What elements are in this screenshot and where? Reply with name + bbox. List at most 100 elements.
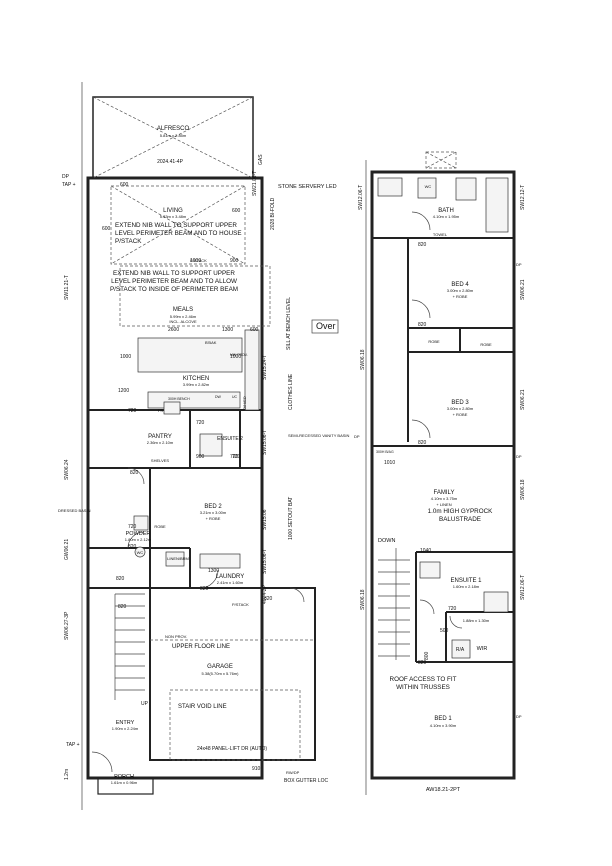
wir-label: WIR [477, 646, 488, 652]
bed1-size: 4.10m x 3.90m [430, 723, 457, 728]
alfresco-size: 5.81m x 2.85m [160, 133, 187, 138]
family-size: 4.10m x 3.75m [431, 496, 458, 501]
dp-upper-3: DP [516, 714, 522, 719]
box-gutter-label: BOX GUTTER LOC [284, 778, 329, 784]
window-right-top: SW21.06-T [252, 171, 258, 196]
panel-lift-label: 24x48 PANEL-LIFT DR (AUTO) [197, 746, 267, 752]
entry-size: 1.90m x 2.24m [112, 726, 139, 731]
upper-dim-0: 820 [418, 322, 427, 328]
dim-15: 820 [130, 470, 139, 476]
window-right-laundry: SW15.06-T [262, 549, 268, 574]
bbak-label: B'BAK [205, 340, 217, 345]
shelves-label: SHELVES [151, 458, 169, 463]
living-label: LIVING [163, 208, 183, 214]
powder-size: 1.80m x 2.12m [125, 537, 152, 542]
dim-24: 910 [252, 766, 261, 772]
ensuite1-label: ENSUITE 1 [450, 578, 482, 584]
dp-upper-4: DP [516, 262, 522, 267]
living-size: 5.33m x 3.48m [160, 214, 187, 219]
alfresco-outline [92, 96, 254, 179]
dp-upper-2: DP [516, 454, 522, 459]
uc-label: UC [232, 395, 238, 399]
ground-outer-wall [86, 176, 264, 780]
hood-label: 300H BENCH [168, 397, 190, 401]
meals-size: 5.99m x 2.46m [170, 314, 197, 319]
ground-dimensions: 600 600 600 900 1000 2600 1300 600 1000 … [102, 182, 273, 772]
dim-12: 720 [196, 420, 205, 426]
garage-size: 5.38(5.70m x 5.76m) [202, 671, 240, 676]
upper-stairs [378, 548, 410, 660]
pstack-label-2: P/STACK [232, 602, 249, 607]
tap-label: TAP + [62, 182, 76, 188]
ensuite2-label: ENSUITE 2 [217, 436, 243, 442]
window-right-kitchen: SW15.24-T [262, 355, 268, 380]
upper-floor-plan [365, 151, 516, 795]
ground-floor-plan [81, 82, 316, 810]
upper-dim-7: 820 [418, 660, 427, 666]
dim-4: 1000 [190, 258, 201, 264]
window-ensuite-right: SW12.06-T [520, 575, 526, 600]
dim-21: 820 [118, 604, 127, 610]
dim-9: 1200 [118, 388, 129, 394]
bath-label: BATH [438, 208, 454, 214]
dw-label: DW [215, 395, 222, 399]
window-family-left: SW06.18 [360, 589, 366, 610]
dim-10: 1000 [230, 354, 241, 360]
dim-2: 600 [102, 226, 111, 232]
garage-label: GARAGE [207, 664, 233, 670]
dim-11: 720 [128, 408, 137, 414]
upper-dim-3: 1010 [384, 460, 395, 466]
window-bed4: SW06.21 [520, 279, 526, 300]
bed2-size: 3.21m x 3.00m [200, 510, 227, 515]
balustrade-note: 1.0m HIGH GYPROCK BALUSTRADE [428, 508, 493, 523]
dim-3: 900 [230, 258, 239, 264]
dim-22: 820 [264, 596, 273, 602]
non-prov-label: NON PROV. [165, 634, 187, 639]
window-family-right: SW06.18 [520, 479, 526, 500]
tap-label-2: TAP + [66, 742, 80, 748]
pantry-label: PANTRY [148, 434, 172, 440]
up-label: UP [141, 701, 149, 707]
window-bed3: SW06.21 [520, 389, 526, 410]
window-powder: GW06.21 [64, 539, 70, 560]
dim-7: 600 [250, 327, 259, 333]
extend-nib-note-2: EXTEND NIB WALL TO SUPPORT UPPER LEVEL P… [110, 270, 238, 293]
window-top-left-upper: SW12.06-T [358, 185, 364, 210]
dim-5: 2600 [168, 327, 179, 333]
kitchen-size: 3.99m x 2.82m [183, 382, 210, 387]
window-bed: SW06.24 [64, 459, 70, 480]
window-left-lower: SW06.27-3P [64, 611, 70, 640]
dim-13: 900 [196, 454, 205, 460]
window-right-mid: SW15.06-T [262, 430, 268, 455]
robe-upper-2: ROBE [480, 342, 492, 347]
dim-6: 1300 [222, 327, 233, 333]
upper-dimensions: 820 820 820 1010 1040 720 800 820 500 [384, 242, 457, 666]
extend-nib-note-1: EXTEND NIB WALL TO SUPPORT UPPER LEVEL P… [115, 222, 242, 245]
window-left-bed: SW06.18 [360, 349, 366, 370]
down-label: DOWN [378, 538, 395, 544]
upper-dim-1: 820 [418, 440, 427, 446]
semi-recessed-label: SEMI-RECESSED VANITY BASIN [288, 433, 350, 438]
bed3-size: 3.00m x 2.80m [447, 406, 474, 411]
roof-access-note: ROOF ACCESS TO FIT WITHIN TRUSSES [390, 676, 457, 691]
bed4-size: 3.00m x 2.80m [447, 288, 474, 293]
window-right-bed2: SW15.06 [262, 509, 268, 530]
kitchen-label: KITCHEN [183, 376, 209, 382]
meals-note: INCL. ALCOVE [169, 319, 197, 324]
dp-upper-1: DP [354, 434, 360, 439]
dim-1: 600 [232, 208, 241, 214]
window-bottom-upper: AW18.21-2PT [426, 787, 461, 793]
bath-size: 4.10m x 1.95m [433, 214, 460, 219]
window-top-label: 2024.41-4P [157, 159, 184, 165]
bed4-label: BED 4 [451, 282, 469, 288]
powder-label: POWDER [126, 531, 151, 537]
ra-label: R/A [456, 647, 465, 653]
dim-14: 720 [230, 454, 239, 460]
laundry-size: 2.41m x 1.60m [217, 580, 244, 585]
bed2-robe: + ROBE [206, 516, 221, 521]
dim-17: 820 [116, 576, 125, 582]
mw-label: MW PROV. [230, 353, 248, 357]
upper-dim-4: 1040 [420, 548, 431, 554]
ensuite1-size: 1.60m x 2.18m [453, 584, 480, 589]
